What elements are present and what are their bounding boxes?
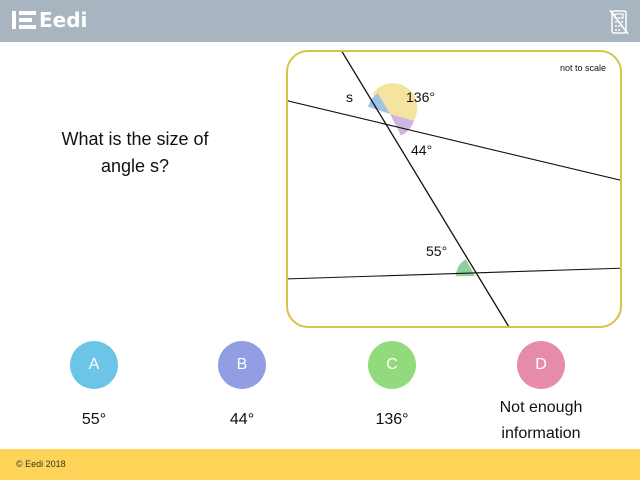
angle-136-sector bbox=[372, 83, 418, 121]
angle-55-label: 55° bbox=[426, 243, 448, 259]
angle-55-sector bbox=[455, 259, 475, 277]
option-c-answer: 136° bbox=[375, 411, 409, 428]
eedi-logo[interactable]: Eedi bbox=[12, 10, 87, 30]
option-b-circle[interactable]: B bbox=[218, 341, 266, 389]
header-bar: Eedi bbox=[0, 0, 640, 42]
option-d-answer-line-2: information bbox=[501, 425, 581, 442]
option-b[interactable]: B 44° bbox=[182, 341, 302, 431]
option-a-answer: 55° bbox=[81, 411, 107, 428]
eedi-logo-icon bbox=[12, 11, 36, 29]
angle-s-sector bbox=[368, 93, 390, 114]
option-d-circle[interactable]: D bbox=[517, 341, 565, 389]
option-a[interactable]: A 55° bbox=[34, 341, 154, 431]
option-b-answer: 44° bbox=[229, 411, 255, 428]
logo-text: Eedi bbox=[39, 8, 88, 32]
not-to-scale-note: not to scale bbox=[559, 63, 606, 73]
option-d-answer-line-1: Not enough bbox=[499, 399, 583, 416]
copyright-text: © Eedi 2018 bbox=[16, 459, 66, 469]
angle-44-sector bbox=[390, 114, 414, 136]
option-d[interactable]: D Not enough information bbox=[481, 341, 601, 447]
angle-136-label: 136° bbox=[406, 89, 435, 105]
angle-44-label: 44° bbox=[411, 142, 433, 158]
option-c[interactable]: C 136° bbox=[332, 341, 452, 431]
upper-line bbox=[288, 100, 620, 181]
footer-bar: © Eedi 2018 bbox=[0, 449, 640, 480]
diagram-drawing bbox=[288, 52, 620, 326]
angle-diagram: not to scale s 136° 44° 55° bbox=[286, 50, 622, 328]
question-line-2: angle s? bbox=[100, 156, 170, 176]
option-a-circle[interactable]: A bbox=[70, 341, 118, 389]
option-d-answer: Not enough information bbox=[481, 395, 601, 447]
option-c-circle[interactable]: C bbox=[368, 341, 416, 389]
calculator-crossed-icon bbox=[609, 9, 629, 35]
transversal-line bbox=[341, 52, 510, 326]
angle-s-label: s bbox=[346, 89, 353, 105]
question-line-1: What is the size of bbox=[61, 129, 209, 149]
lower-line bbox=[288, 267, 620, 280]
question-text: What is the size of angle s? bbox=[40, 126, 230, 180]
